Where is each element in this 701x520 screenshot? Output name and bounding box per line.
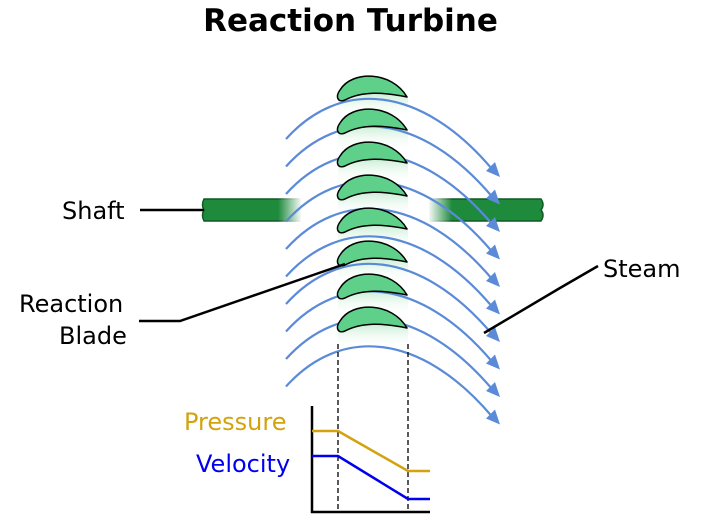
steam-arrow: [285, 235, 500, 315]
steam-arrow: [285, 262, 500, 342]
steam-arrow-group: [285, 97, 500, 425]
reaction-blade: [336, 306, 408, 333]
velocity-line: [312, 454, 430, 501]
steam-leader-line: [483, 264, 599, 335]
steam-label: Steam: [603, 255, 681, 283]
blade-label-line2: Blade: [59, 322, 127, 350]
reaction-blade: [336, 273, 408, 300]
reaction-blade: [336, 141, 408, 168]
reaction-blade: [336, 75, 408, 102]
shaft-label: Shaft: [62, 197, 125, 225]
reaction-blade: [336, 207, 408, 234]
leader-lines: [139, 208, 599, 335]
pressure-velocity-graph: [310, 406, 430, 514]
shaft-right-segment: [429, 198, 544, 222]
blade-group: [336, 75, 408, 333]
blade-label-line1: Reaction: [19, 290, 124, 318]
velocity-label: Velocity: [196, 450, 291, 478]
graph-axes: [310, 406, 430, 514]
pressure-label: Pressure: [184, 408, 287, 436]
blade-leader-line: [139, 262, 346, 323]
pressure-line: [312, 429, 430, 473]
reaction-blade: [336, 108, 408, 135]
steam-arrow: [285, 345, 500, 425]
steam-arrow: [285, 97, 500, 177]
reaction-blade: [336, 240, 408, 267]
dashed-guides: [337, 344, 409, 512]
reaction-blade: [336, 174, 408, 201]
diagram-title: Reaction Turbine: [203, 3, 498, 39]
